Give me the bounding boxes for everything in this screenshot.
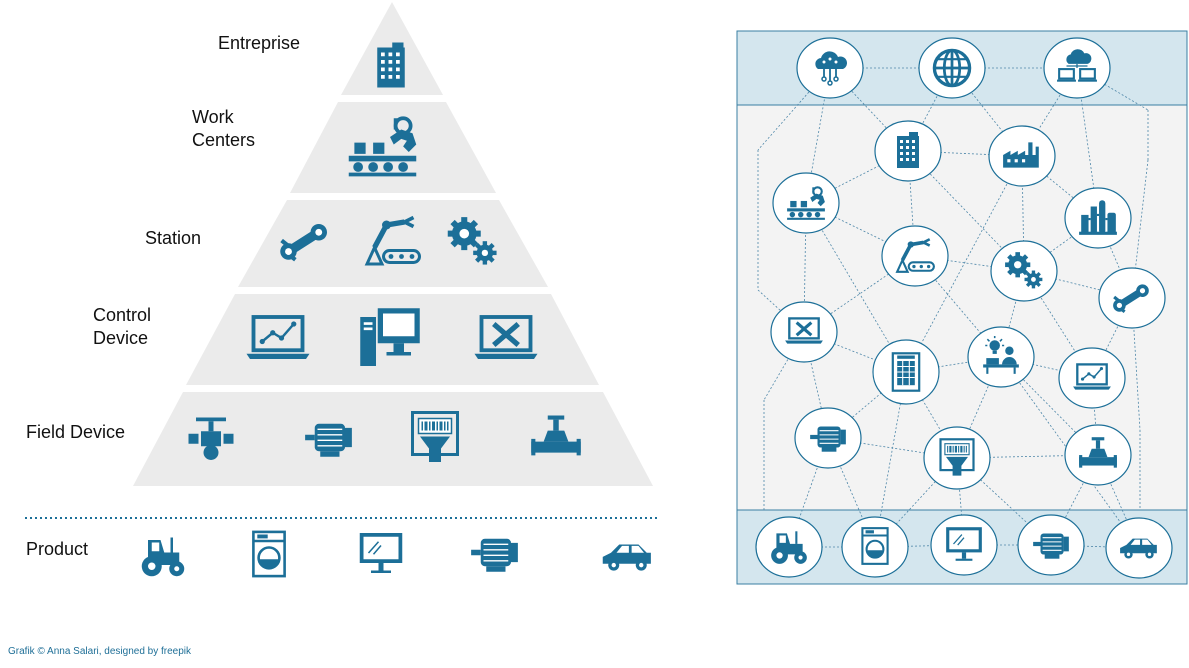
level-label-enterprise: Entreprise bbox=[218, 33, 301, 53]
level-label-station: Station bbox=[145, 228, 202, 248]
image-credit: Grafik © Anna Salari, designed by freepi… bbox=[8, 646, 192, 657]
office-building-icon bbox=[897, 132, 919, 168]
level-label-product: Product bbox=[26, 539, 89, 559]
monitor-icon bbox=[358, 532, 404, 574]
pyramid-band-field-device bbox=[133, 392, 653, 486]
office-building-icon bbox=[377, 42, 405, 88]
pyramid-band-work-centers bbox=[290, 102, 496, 193]
level-label-control-device: Control Device bbox=[93, 305, 152, 348]
pyramid-band-station bbox=[238, 200, 548, 287]
tractor-icon bbox=[141, 537, 185, 577]
car-icon bbox=[602, 544, 651, 571]
level-label-field-device: Field Device bbox=[26, 422, 126, 442]
level-label-work-centers: Work Centers bbox=[192, 107, 256, 150]
globe-icon bbox=[932, 48, 972, 88]
washing-machine-icon bbox=[252, 530, 286, 578]
motor-icon bbox=[470, 537, 519, 573]
